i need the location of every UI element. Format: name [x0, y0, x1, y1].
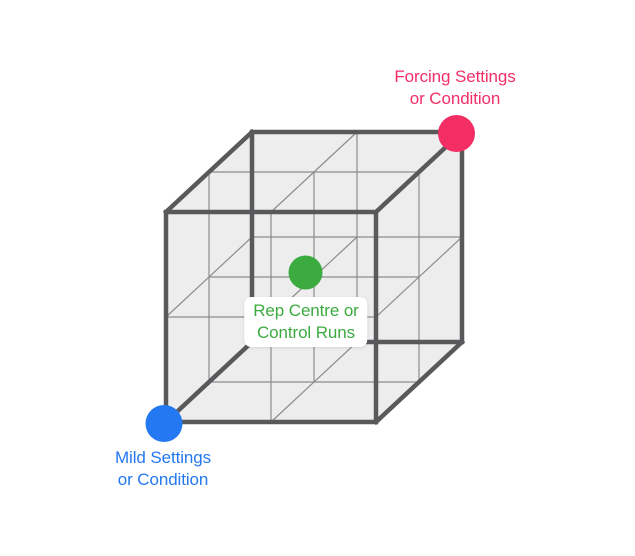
- rep-centre-label-box: Rep Centre or Control Runs: [244, 297, 368, 347]
- forcing-label: Forcing Settings or Condition: [394, 67, 516, 108]
- mild-label: Mild Settings or Condition: [114, 448, 212, 489]
- rep-centre-point-marker: [288, 255, 323, 290]
- cube-front-face: [163, 209, 379, 425]
- mild-point-marker: [145, 405, 183, 442]
- rep-centre-label: Rep Centre or Control Runs: [253, 301, 359, 342]
- forcing-point-marker: [438, 115, 475, 152]
